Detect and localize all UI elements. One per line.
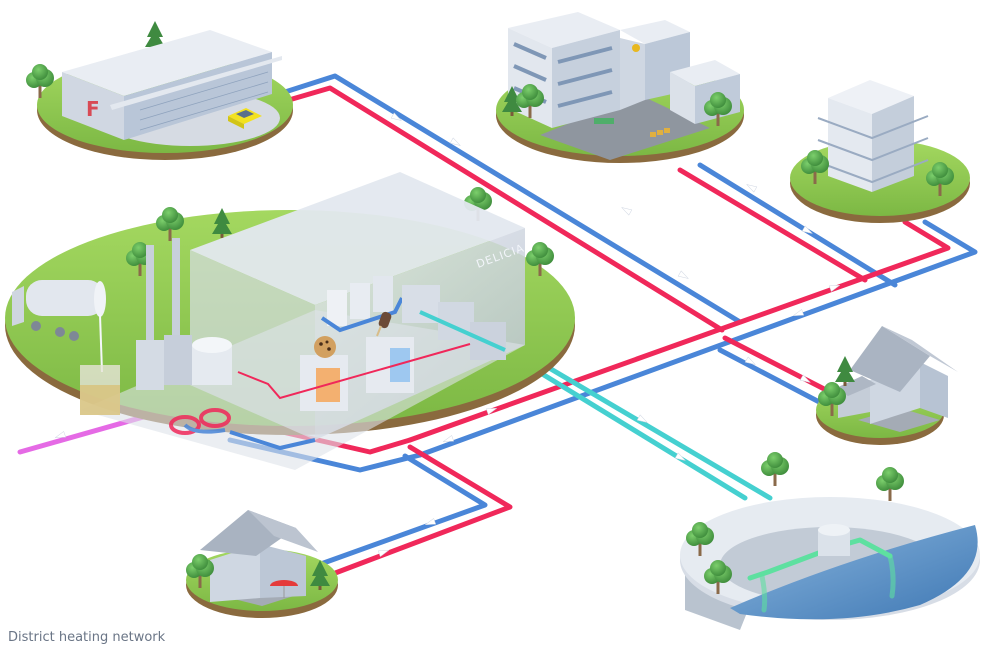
- flow-arrow: [619, 204, 633, 216]
- house-right-island: [816, 326, 958, 445]
- factory-building: DELICIA: [12, 172, 526, 470]
- lake-cooling-station: [680, 452, 980, 630]
- school-clock-icon: [632, 44, 640, 52]
- return-pipe-house-right: [717, 347, 828, 408]
- ice-cream-icon: [376, 311, 392, 337]
- yellow-car: [228, 108, 262, 129]
- fire-station-logo: F: [86, 97, 100, 121]
- parasol: [270, 580, 298, 598]
- supply-pipe-fire-station: [279, 85, 725, 333]
- fire-station-building: F: [62, 30, 282, 140]
- hopscotch: [650, 128, 670, 137]
- lake-pump-tank: [818, 524, 850, 556]
- tanker-truck: [12, 280, 106, 373]
- cookie-icon: [314, 336, 336, 358]
- heat-exchanger: [169, 408, 231, 435]
- pine-tree: [835, 356, 855, 386]
- freezer-machine: [366, 311, 414, 393]
- supply-pipe-school: [677, 167, 868, 283]
- house-bottom-island: [186, 510, 338, 618]
- pine-tree: [212, 208, 232, 238]
- school-island: [496, 12, 744, 163]
- return-pipe-house-bottom: [315, 453, 488, 568]
- return-pipe-school: [697, 162, 898, 288]
- tree: [761, 452, 789, 486]
- intake-vessel: [80, 365, 120, 415]
- oven-machine: [300, 336, 348, 411]
- internal-blue-pipe: [320, 297, 404, 333]
- house-right-building: [836, 326, 958, 424]
- return-pipe-fire-station: [282, 73, 743, 325]
- storage-tank: [192, 337, 232, 385]
- pipe-network: [17, 73, 978, 578]
- flow-arrow: [677, 270, 691, 282]
- lake-water: [730, 525, 978, 620]
- apartment-island: [790, 80, 970, 223]
- silos: [327, 276, 393, 326]
- supply-pipe-apartment: [407, 219, 951, 443]
- supply-pipe-house-bottom: [327, 444, 513, 578]
- flow-arrow: [744, 181, 758, 193]
- scene-title: District heating network: [8, 630, 166, 645]
- tree: [876, 467, 904, 501]
- ping-pong-table: [594, 118, 614, 124]
- return-pipe-apartment: [417, 219, 978, 458]
- fire-station-island: F: [26, 21, 293, 160]
- chimneys: [136, 238, 192, 390]
- apartment-building: [817, 80, 929, 192]
- supply-pipe-house-right: [722, 335, 833, 395]
- internal-cooling-pipe: [419, 310, 506, 352]
- internal-supply-pipe: [237, 343, 471, 400]
- internal-return-pipe: [229, 430, 316, 451]
